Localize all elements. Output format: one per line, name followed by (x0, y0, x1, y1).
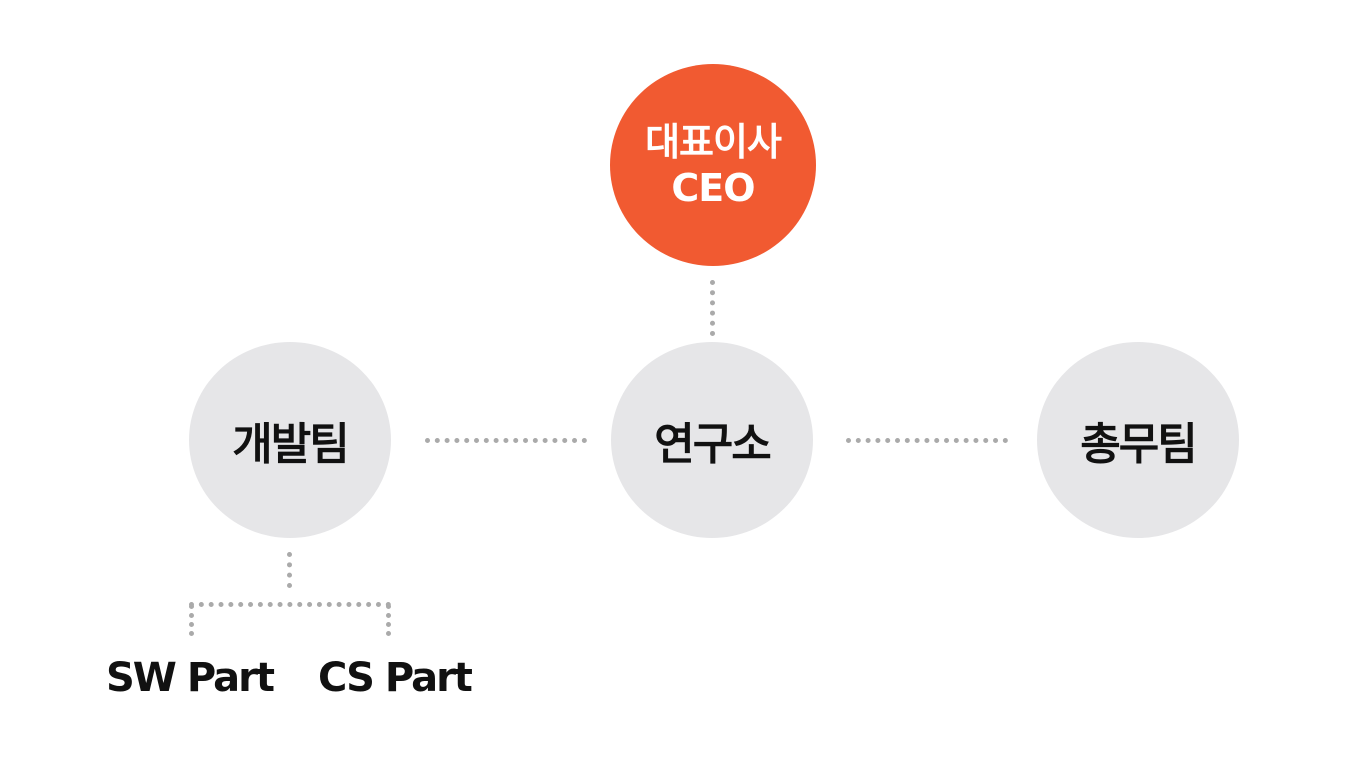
research-lab-label: 연구소 (654, 419, 771, 470)
connector-ceo-to-research (710, 280, 715, 336)
development-team-label: 개발팀 (232, 419, 349, 470)
connector-research-to-administration (846, 438, 1008, 443)
administration-team-label: 총무팀 (1080, 419, 1197, 470)
cs-part-label: CS Part (318, 655, 473, 701)
research-lab-node: 연구소 (611, 342, 813, 538)
ceo-node: 대표이사 CEO (610, 64, 816, 266)
sw-part-label: SW Part (106, 655, 275, 701)
connector-development-to-research (425, 438, 587, 443)
connector-to-cs-part (386, 604, 391, 636)
ceo-title-korean: 대표이사 (645, 120, 782, 164)
development-team-node: 개발팀 (189, 342, 391, 538)
administration-team-node: 총무팀 (1037, 342, 1239, 538)
ceo-title-english: CEO (671, 166, 755, 210)
connector-to-sw-part (189, 604, 194, 636)
connector-development-to-parts (287, 552, 292, 588)
connector-parts-bar (189, 602, 391, 607)
